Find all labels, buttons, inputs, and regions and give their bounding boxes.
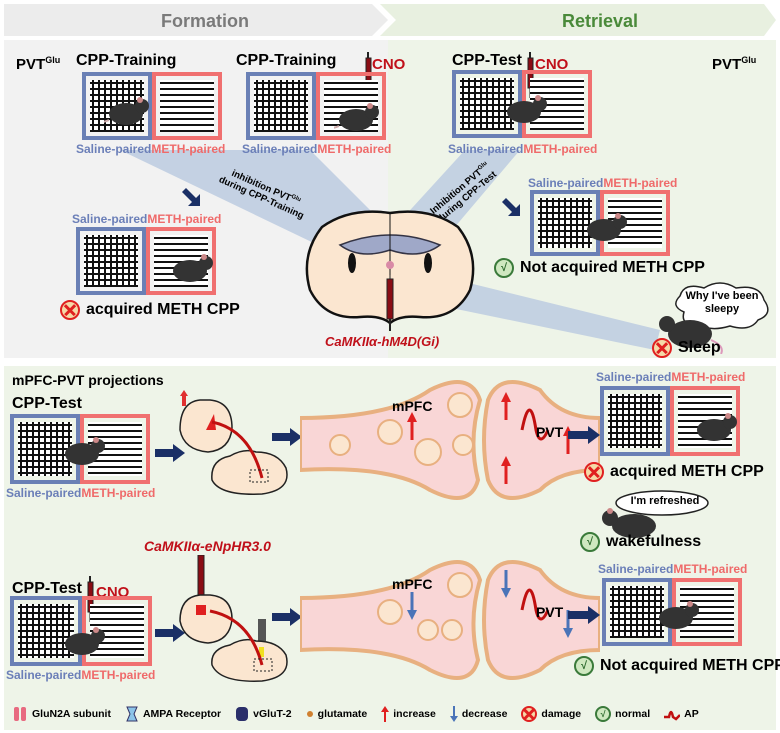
glun2a-icon <box>14 707 26 721</box>
right-arrow-icon <box>272 608 302 626</box>
syringe-icon <box>386 275 394 331</box>
pvt-glu-label-right: PVTGlu <box>712 55 757 73</box>
damage-icon <box>652 338 672 358</box>
action-potential-icon <box>520 408 550 441</box>
damage-icon <box>584 462 604 482</box>
chamber-1-labels: Saline-pairedMETH-paired <box>76 142 226 156</box>
mouse-icon <box>587 213 627 241</box>
right-arrow-icon <box>272 428 302 446</box>
action-potential-icon <box>520 588 550 621</box>
vglut2-icon <box>236 707 249 721</box>
mouse-icon <box>659 601 699 629</box>
virus-enphr-label: CaMKIIα-eNpHR3.0 <box>144 538 271 554</box>
formation-arrow <box>4 4 388 36</box>
legend: GluN2A subunit AMPA Receptor vGluT-2 glu… <box>12 705 707 723</box>
retrieval-arrow <box>380 4 776 36</box>
row1-result-caption: acquired METH CPP <box>584 462 764 482</box>
legend-item: decrease <box>449 706 507 722</box>
chamber-1-title: CPP-Training <box>76 52 177 69</box>
saline-compartment <box>246 72 316 140</box>
thought-sleepy: Why I've been sleepy <box>685 290 759 315</box>
thought-bubble-refreshed <box>615 490 709 516</box>
saline-compartment <box>600 386 670 456</box>
increase-arrow-icon <box>381 706 390 722</box>
result-right-labels: Saline-pairedMETH-paired <box>528 176 678 190</box>
mouse-icon <box>104 97 149 125</box>
retrieval-label: Retrieval <box>561 10 639 31</box>
saline-compartment <box>76 227 146 295</box>
cno-label-3: CNO <box>535 56 569 73</box>
sleepy-mouse-icon <box>659 316 723 354</box>
chamber-2-labels: Saline-pairedMETH-paired <box>242 142 392 156</box>
down-arrow-icon <box>182 188 200 206</box>
chamber-3-labels: Saline-pairedMETH-paired <box>448 142 598 156</box>
row2-result-labels: Saline-pairedMETH-paired <box>598 562 748 576</box>
synapse-row2 <box>300 560 600 680</box>
legend-item: AMPA Receptor <box>125 705 221 723</box>
mouse-icon <box>697 413 737 441</box>
mouse-icon <box>507 95 547 123</box>
pvt-glu-label-left: PVTGlu <box>16 55 61 73</box>
brain-coronal-section <box>305 210 475 325</box>
meth-compartment <box>152 72 222 140</box>
formation-label: Formation <box>161 10 249 31</box>
mouse-icon <box>65 627 105 655</box>
row1-result-labels: Saline-pairedMETH-paired <box>596 370 746 384</box>
row1-pvt-label: PVT <box>536 424 564 440</box>
row2-chamber-labels: Saline-pairedMETH-paired <box>6 668 156 682</box>
legend-item: damage <box>521 706 581 722</box>
normal-icon: √ <box>574 656 594 676</box>
cno-label-2: CNO <box>372 56 406 73</box>
mouse-icon <box>334 103 379 131</box>
legend-item: increase <box>381 706 436 722</box>
phase-banner <box>4 4 776 36</box>
right-arrow-icon <box>155 624 185 642</box>
awake-mouse-icon <box>602 508 656 538</box>
chamber-3-title: CPP-Test <box>452 52 522 69</box>
row1-chamber-labels: Saline-pairedMETH-paired <box>6 486 156 500</box>
thought-refreshed: I'm refreshed <box>630 495 700 507</box>
legend-item: GluN2A subunit <box>12 705 111 723</box>
normal-icon: √ <box>494 258 514 278</box>
legend-item: vGluT-2 <box>235 705 292 723</box>
damage-icon <box>60 300 80 320</box>
mouse-icon <box>65 437 105 465</box>
result-right-caption: √Not acquired METH CPP <box>494 258 705 278</box>
row1-title: CPP-Test <box>12 395 82 412</box>
result-left-labels: Saline-pairedMETH-paired <box>72 212 222 226</box>
projections-title: mPFC-PVT projections <box>12 372 164 388</box>
glutamate-dot-icon <box>306 711 313 717</box>
projection-brains <box>179 390 288 495</box>
legend-item: glutamate <box>306 708 367 720</box>
chamber-2-title: CPP-Training <box>236 52 337 69</box>
right-arrow-icon <box>568 606 600 624</box>
normal-icon: √ <box>595 706 612 722</box>
saline-compartment <box>530 190 600 256</box>
saline-compartment <box>10 596 82 666</box>
result-left-caption: acquired METH CPP <box>60 300 240 320</box>
row2-mpfc-label: mPFC <box>392 576 433 592</box>
mouse-icon <box>173 254 213 282</box>
virus-hm4d-label: CaMKIIα-hM4D(Gi) <box>325 334 440 349</box>
synapse-row1 <box>300 380 600 500</box>
row2-result-caption: √Not acquired METH CPP <box>574 656 780 676</box>
down-arrow-icon <box>502 198 520 216</box>
decrease-arrow-icon <box>449 706 458 722</box>
projection-brains-optogenetic <box>179 555 288 682</box>
legend-item: √normal <box>595 706 650 722</box>
right-arrow-icon <box>155 444 185 462</box>
ampa-receptor-icon <box>126 706 138 722</box>
action-potential-icon <box>664 710 681 721</box>
row2-pvt-label: PVT <box>536 604 564 620</box>
normal-icon: √ <box>580 532 600 552</box>
row1-mpfc-label: mPFC <box>392 398 433 414</box>
sleep-caption: Sleep <box>652 338 721 358</box>
damage-icon <box>521 706 538 722</box>
wakefulness-caption: √wakefulness <box>580 532 701 552</box>
right-arrow-icon <box>568 426 600 444</box>
row2-title: CPP-Test <box>12 580 82 597</box>
legend-item: AP <box>664 707 699 721</box>
